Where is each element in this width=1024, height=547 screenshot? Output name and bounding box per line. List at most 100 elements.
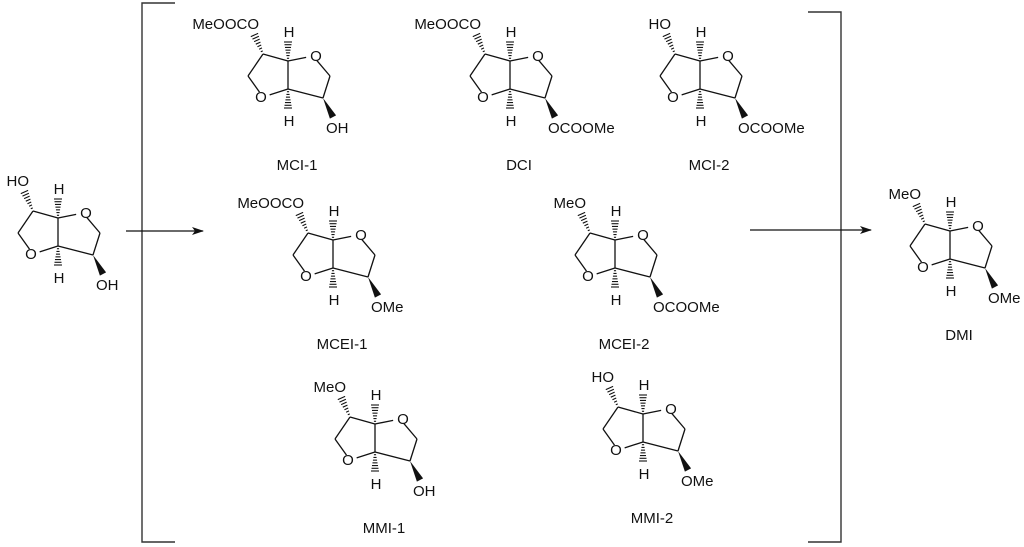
ring-oxygen: O: [532, 48, 544, 65]
hashed-bond-h-top: [946, 211, 954, 229]
substituent-top-left: HO: [7, 173, 30, 190]
hashed-bond-h-top: [284, 41, 292, 59]
hashed-bond-substituent: [337, 395, 350, 416]
ring-bonds: [334, 416, 418, 462]
hashed-bond-h-top: [611, 220, 619, 238]
bridge-hydrogen: H: [639, 377, 650, 394]
substituent-bottom-right: OH: [326, 120, 349, 137]
hashed-bond-substituent: [662, 32, 675, 53]
bridge-hydrogen: H: [329, 292, 340, 309]
compound-label: MMI-2: [631, 510, 674, 527]
wedge-bond-substituent: [368, 277, 382, 298]
wedge-bond-substituent: [678, 451, 692, 472]
bridge-hydrogen: H: [639, 466, 650, 483]
compound-label: MMI-1: [363, 520, 406, 537]
bridge-hydrogen: H: [611, 203, 622, 220]
bridge-hydrogen: H: [611, 292, 622, 309]
hashed-bond-h-bottom: [611, 270, 619, 288]
hashed-bond-substituent: [472, 32, 485, 53]
right-bracket: [808, 11, 842, 543]
ring-bonds: [574, 232, 658, 278]
bridge-hydrogen: H: [371, 387, 382, 404]
ring-oxygen: O: [667, 89, 679, 106]
ring-oxygen: O: [255, 89, 267, 106]
bridge-hydrogen: H: [371, 476, 382, 493]
substituent-top-left: HO: [649, 16, 672, 33]
hashed-bond-substituent: [912, 202, 925, 223]
hashed-bond-h-bottom: [329, 270, 337, 288]
hashed-bond-h-bottom: [54, 248, 62, 266]
hashed-bond-substituent: [295, 211, 308, 232]
hashed-bond-h-top: [329, 220, 337, 238]
ring-oxygen: O: [637, 227, 649, 244]
hashed-bond-h-top: [371, 404, 379, 422]
ring-oxygen: O: [397, 411, 409, 428]
substituent-bottom-right: OH: [96, 277, 119, 294]
hashed-bond-h-bottom: [371, 454, 379, 472]
ring-oxygen: O: [300, 268, 312, 285]
ring-oxygen: O: [25, 246, 37, 263]
ring-bonds: [909, 223, 993, 269]
hashed-bond-h-top: [506, 41, 514, 59]
bridge-hydrogen: H: [946, 283, 957, 300]
bridge-hydrogen: H: [329, 203, 340, 220]
compound-label: MCI-1: [277, 157, 318, 174]
substituent-top-left: MeO: [888, 186, 921, 203]
ring-oxygen: O: [917, 259, 929, 276]
hashed-bond-h-bottom: [946, 261, 954, 279]
hashed-bond-h-top: [54, 198, 62, 216]
hashed-bond-h-top: [696, 41, 704, 59]
wedge-bond-substituent: [735, 98, 749, 119]
bridge-hydrogen: H: [284, 24, 295, 41]
compound-label: DCI: [506, 157, 532, 174]
ring-bonds: [247, 53, 331, 99]
ring-oxygen: O: [310, 48, 322, 65]
substituent-bottom-right: OMe: [681, 473, 714, 490]
ring-oxygen: O: [972, 218, 984, 235]
substituent-top-left: MeOOCO: [192, 16, 259, 33]
compound-label: MCEI-2: [599, 336, 650, 353]
bridge-hydrogen: H: [946, 194, 957, 211]
hashed-bond-substituent: [20, 189, 33, 210]
substituent-bottom-right: OMe: [371, 299, 404, 316]
hashed-bond-substituent: [250, 32, 263, 53]
bridge-hydrogen: H: [284, 113, 295, 130]
bridge-hydrogen: H: [696, 113, 707, 130]
wedge-bond-substituent: [650, 277, 664, 298]
bridge-hydrogen: H: [696, 24, 707, 41]
substituent-bottom-right: OMe: [988, 290, 1021, 307]
ring-oxygen: O: [610, 442, 622, 459]
bridge-hydrogen: H: [506, 113, 517, 130]
hashed-bond-substituent: [577, 211, 590, 232]
bridge-hydrogen: H: [54, 181, 65, 198]
substituent-top-left: MeO: [553, 195, 586, 212]
bridge-hydrogen: H: [54, 270, 65, 287]
wedge-bond-substituent: [323, 98, 337, 119]
wedge-bond-substituent: [410, 461, 424, 482]
compound-label: MCI-2: [689, 157, 730, 174]
hashed-bond-h-bottom: [696, 91, 704, 109]
ring-bonds: [292, 232, 376, 278]
hashed-bond-h-bottom: [639, 444, 647, 462]
hashed-bond-h-top: [639, 394, 647, 412]
substituent-bottom-right: OCOOMe: [653, 299, 720, 316]
wedge-bond-substituent: [545, 98, 559, 119]
substituent-top-left: MeOOCO: [237, 195, 304, 212]
compound-label: MCEI-1: [317, 336, 368, 353]
ring-oxygen: O: [355, 227, 367, 244]
ring-oxygen: O: [80, 205, 92, 222]
ring-oxygen: O: [477, 89, 489, 106]
substituent-bottom-right: OCOOMe: [738, 120, 805, 137]
substituent-top-left: MeO: [313, 379, 346, 396]
ring-oxygen: O: [665, 401, 677, 418]
wedge-bond-substituent: [985, 268, 999, 289]
